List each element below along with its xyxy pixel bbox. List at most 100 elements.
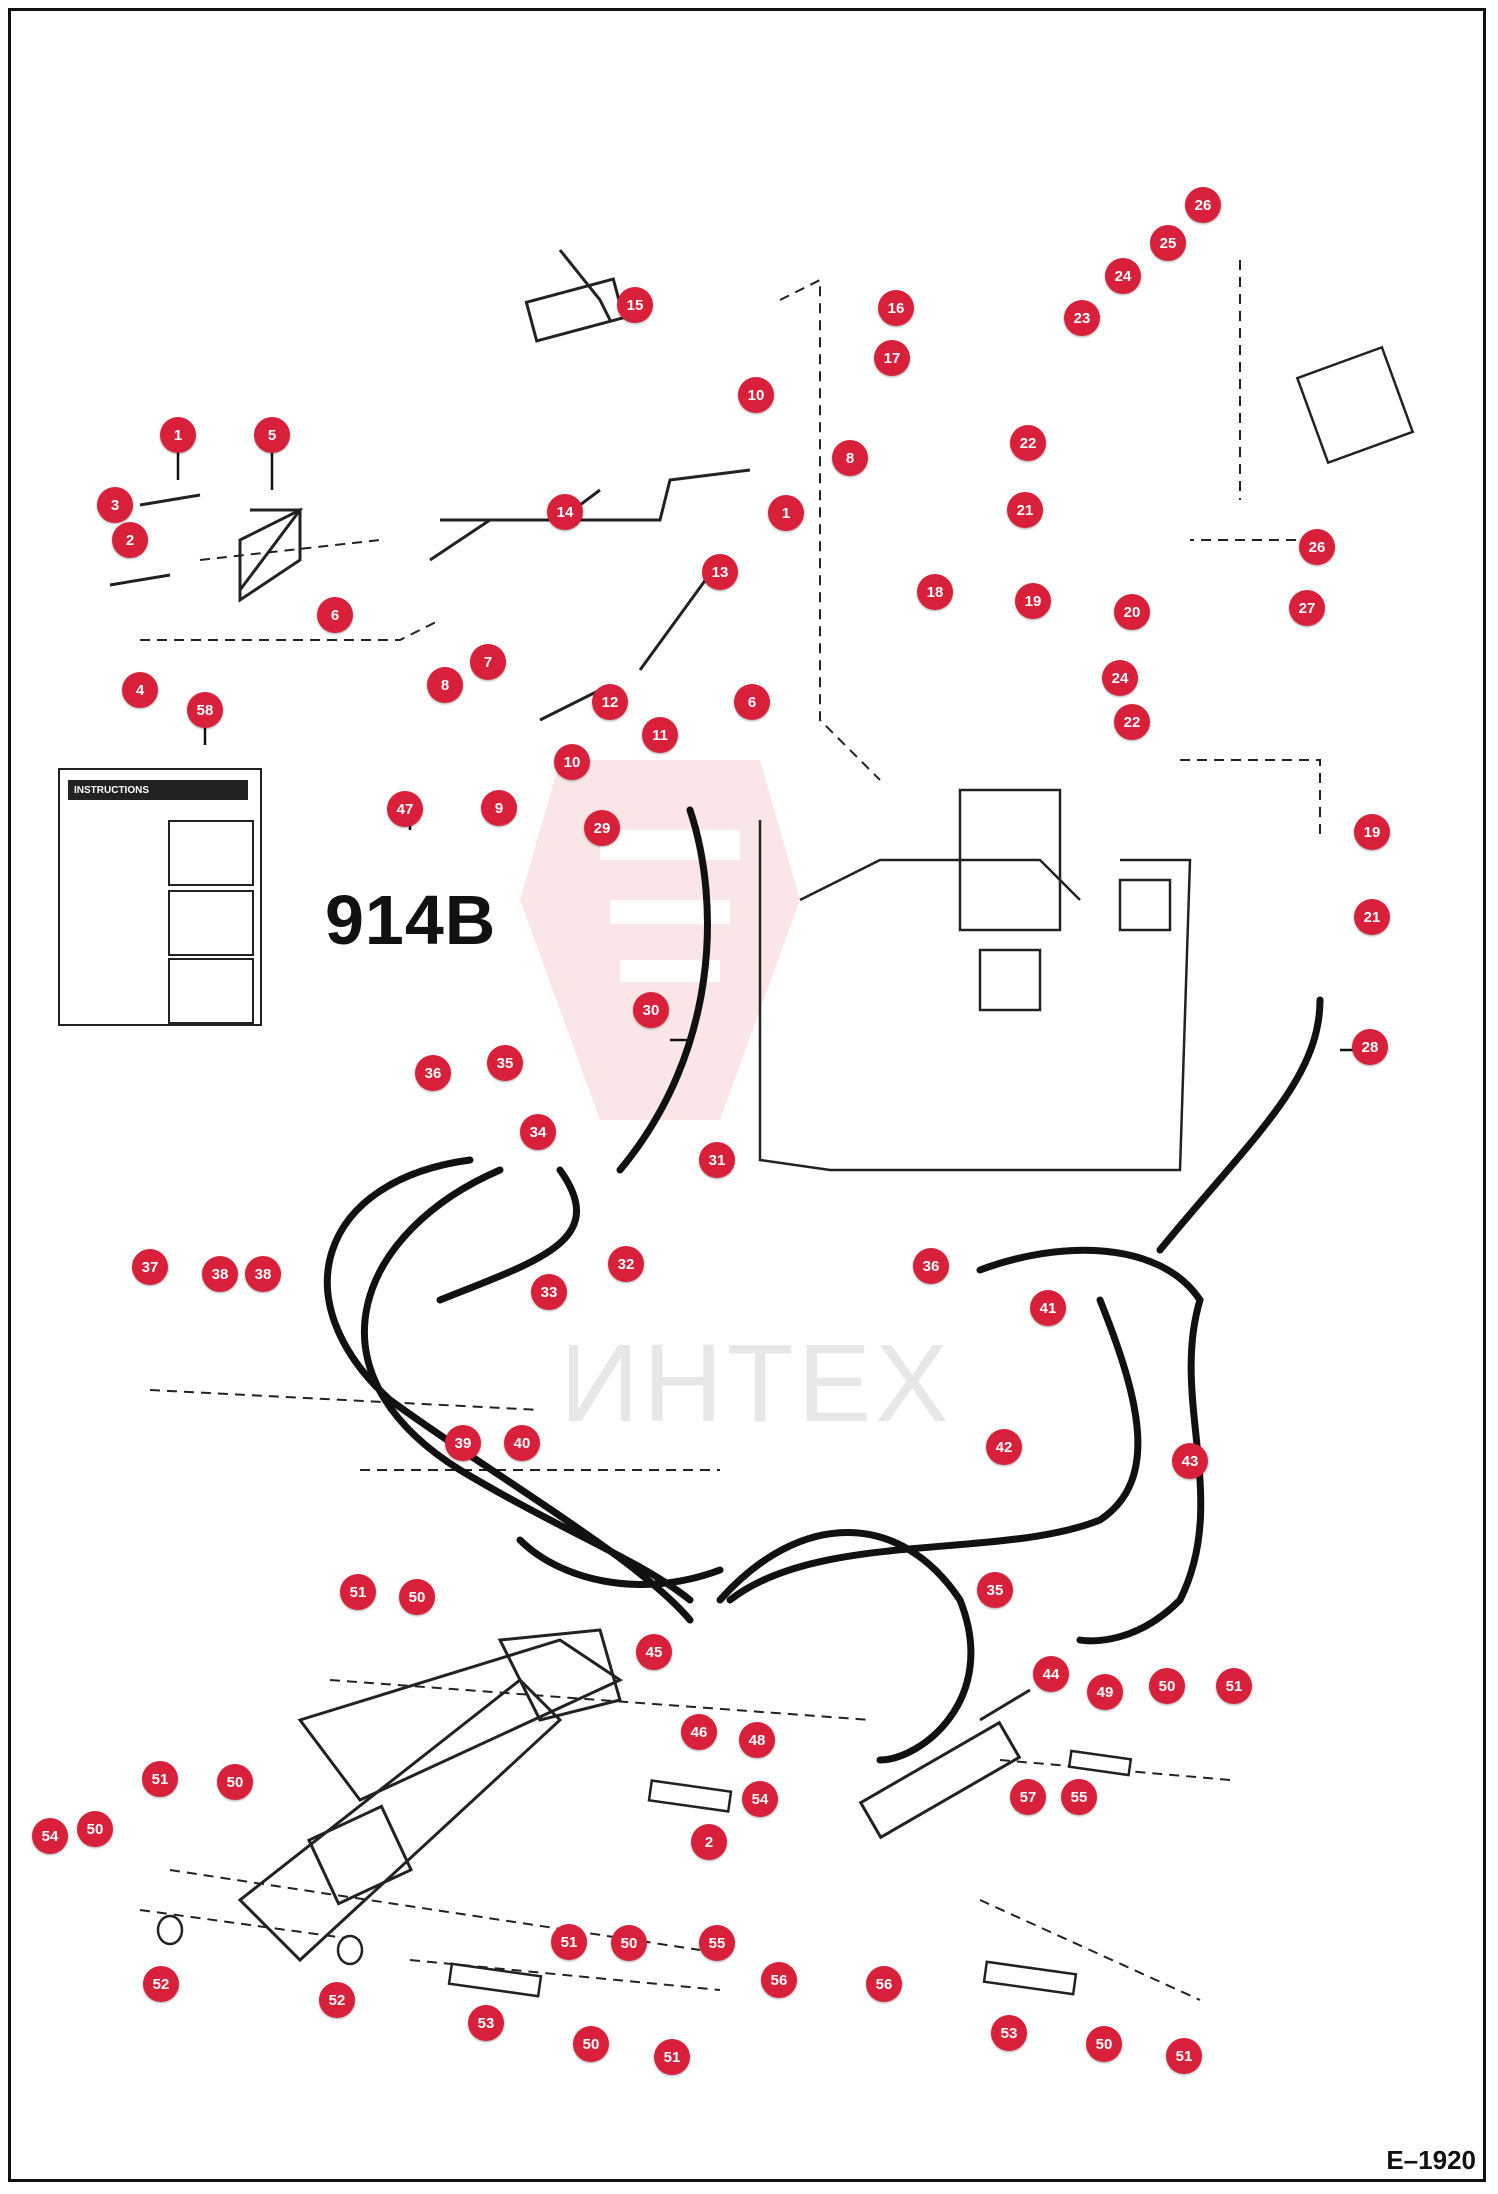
part-callout-50[interactable]: 50 [1086,2026,1122,2062]
part-callout-52[interactable]: 52 [143,1966,179,2002]
part-callout-17[interactable]: 17 [874,340,910,376]
part-callout-22[interactable]: 22 [1010,425,1046,461]
instruction-decal: INSTRUCTIONS [58,768,262,1026]
part-callout-51[interactable]: 51 [142,1761,178,1797]
part-callout-45[interactable]: 45 [636,1634,672,1670]
part-callout-28[interactable]: 28 [1352,1029,1388,1065]
part-callout-1[interactable]: 1 [160,417,196,453]
part-callout-23[interactable]: 23 [1064,300,1100,336]
watermark-logo [520,760,800,1120]
pedal-springs [109,493,303,591]
part-callout-56[interactable]: 56 [866,1966,902,2002]
figure-id: E–1920 [1386,2145,1476,2175]
part-callout-51[interactable]: 51 [340,1574,376,1610]
part-callout-53[interactable]: 53 [468,2005,504,2041]
part-callout-19[interactable]: 19 [1354,814,1390,850]
part-callout-51[interactable]: 51 [654,2039,690,2075]
part-callout-51[interactable]: 51 [1216,1668,1252,1704]
part-callout-49[interactable]: 49 [1087,1674,1123,1710]
part-callout-36[interactable]: 36 [913,1248,949,1284]
part-callout-8[interactable]: 8 [427,667,463,703]
part-callout-24[interactable]: 24 [1102,660,1138,696]
part-callout-50[interactable]: 50 [217,1764,253,1800]
part-callout-55[interactable]: 55 [1061,1779,1097,1815]
part-callout-4[interactable]: 4 [122,672,158,708]
part-callout-42[interactable]: 42 [986,1429,1022,1465]
part-callout-5[interactable]: 5 [254,417,290,453]
part-callout-54[interactable]: 54 [742,1781,778,1817]
part-callout-50[interactable]: 50 [1149,1668,1185,1704]
decal-box [168,958,254,1024]
part-callout-20[interactable]: 20 [1114,594,1150,630]
part-callout-8[interactable]: 8 [832,440,868,476]
part-callout-51[interactable]: 51 [551,1924,587,1960]
part-callout-43[interactable]: 43 [1172,1443,1208,1479]
part-callout-21[interactable]: 21 [1354,899,1390,935]
part-callout-3[interactable]: 3 [97,487,133,523]
part-callout-50[interactable]: 50 [399,1579,435,1615]
part-callout-55[interactable]: 55 [699,1925,735,1961]
part-callout-29[interactable]: 29 [584,810,620,846]
decal-box [168,890,254,956]
part-callout-58[interactable]: 58 [187,692,223,728]
part-callout-41[interactable]: 41 [1030,1290,1066,1326]
part-callout-9[interactable]: 9 [481,790,517,826]
part-callout-12[interactable]: 12 [592,684,628,720]
part-callout-7[interactable]: 7 [470,644,506,680]
part-callout-15[interactable]: 15 [617,287,653,323]
part-callout-50[interactable]: 50 [77,1811,113,1847]
part-callout-31[interactable]: 31 [699,1142,735,1178]
part-callout-2[interactable]: 2 [112,522,148,558]
part-callout-34[interactable]: 34 [520,1114,556,1150]
part-callout-36[interactable]: 36 [415,1055,451,1091]
part-callout-53[interactable]: 53 [991,2015,1027,2051]
part-callout-57[interactable]: 57 [1010,1779,1046,1815]
part-callout-33[interactable]: 33 [531,1274,567,1310]
part-callout-14[interactable]: 14 [547,494,583,530]
decal-box [168,820,254,886]
part-callout-40[interactable]: 40 [504,1425,540,1461]
part-callout-10[interactable]: 10 [554,744,590,780]
part-callout-54[interactable]: 54 [32,1818,68,1854]
part-callout-44[interactable]: 44 [1033,1656,1069,1692]
part-callout-27[interactable]: 27 [1289,590,1325,626]
part-callout-6[interactable]: 6 [317,597,353,633]
part-callout-46[interactable]: 46 [681,1714,717,1750]
valve-body [758,788,1192,1172]
part-callout-13[interactable]: 13 [702,554,738,590]
part-callout-18[interactable]: 18 [917,574,953,610]
part-callout-25[interactable]: 25 [1150,225,1186,261]
part-callout-10[interactable]: 10 [738,377,774,413]
part-callout-47[interactable]: 47 [387,791,423,827]
part-callout-24[interactable]: 24 [1105,258,1141,294]
part-callout-6[interactable]: 6 [734,684,770,720]
part-callout-52[interactable]: 52 [319,1982,355,2018]
part-callout-35[interactable]: 35 [977,1572,1013,1608]
pins [156,1749,1133,1998]
part-callout-48[interactable]: 48 [739,1722,775,1758]
part-callout-21[interactable]: 21 [1007,492,1043,528]
part-callout-16[interactable]: 16 [878,290,914,326]
part-callout-37[interactable]: 37 [132,1249,168,1285]
part-callout-38[interactable]: 38 [202,1256,238,1292]
assembly-lines [139,260,1321,2001]
part-callout-39[interactable]: 39 [445,1425,481,1461]
part-callout-19[interactable]: 19 [1015,583,1051,619]
part-callout-11[interactable]: 11 [642,717,678,753]
part-callout-35[interactable]: 35 [487,1045,523,1081]
part-callout-38[interactable]: 38 [245,1256,281,1292]
part-callout-32[interactable]: 32 [608,1246,644,1282]
part-callout-26[interactable]: 26 [1185,187,1221,223]
part-callout-26[interactable]: 26 [1299,529,1335,565]
part-callout-56[interactable]: 56 [761,1962,797,1998]
part-callout-2[interactable]: 2 [691,1824,727,1860]
part-callout-30[interactable]: 30 [633,992,669,1028]
part-callout-1[interactable]: 1 [768,495,804,531]
part-callout-50[interactable]: 50 [611,1925,647,1961]
part-callout-22[interactable]: 22 [1114,704,1150,740]
valve-bank [1295,345,1415,465]
part-callout-51[interactable]: 51 [1166,2038,1202,2074]
part-callout-50[interactable]: 50 [573,2026,609,2062]
